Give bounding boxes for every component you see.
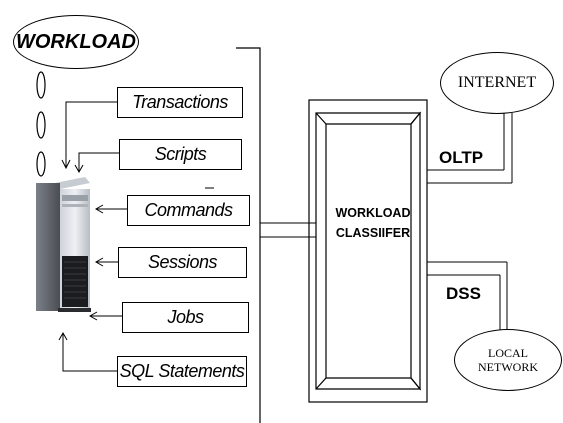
local-network-line-2: NETWORK: [478, 360, 538, 374]
internet-label: INTERNET: [457, 74, 537, 92]
input-label-jobs: Jobs: [167, 307, 204, 327]
classifier-line-1: WORKLOAD: [335, 206, 411, 220]
bracket-line: [236, 47, 261, 423]
input-box-sql-statements: SQL Statements: [117, 356, 247, 387]
input-label-transactions: Transactions: [132, 92, 228, 112]
input-box-sessions: Sessions: [118, 247, 247, 278]
server-tower-icon: [36, 177, 91, 312]
classifier-line-2: CLASSIIFER: [335, 226, 411, 240]
oltp-label: OLTP: [439, 148, 484, 167]
input-box-transactions: Transactions: [117, 87, 243, 118]
input-box-commands: Commands: [127, 195, 250, 226]
thought-bubble-1: [36, 71, 46, 99]
input-label-sessions: Sessions: [147, 252, 218, 272]
input-box-jobs: Jobs: [122, 302, 249, 333]
input-label-commands: Commands: [144, 200, 233, 220]
local-network-line-1: LOCAL: [488, 345, 528, 360]
dss-label: DSS: [446, 284, 481, 303]
input-box-scripts: Scripts: [119, 139, 242, 170]
dss-connector: [427, 261, 508, 330]
local-network-ellipse: LOCAL NETWORK: [454, 329, 562, 391]
oltp-connector: [427, 113, 513, 184]
internet-ellipse: INTERNET: [440, 52, 554, 114]
workload-title: WORKLOAD: [16, 30, 136, 53]
workload-ellipse: WORKLOAD: [13, 15, 139, 69]
input-label-scripts: Scripts: [154, 144, 207, 164]
classifier-label: WORKLOAD CLASSIIFER: [329, 203, 417, 243]
thought-bubble-3: [36, 151, 46, 177]
local-network-label: LOCAL NETWORK: [478, 346, 538, 375]
input-label-sql-statements: SQL Statements: [119, 361, 245, 381]
input-arrows: [58, 101, 127, 372]
classifier-frame: [308, 99, 428, 403]
thought-bubble-2: [36, 111, 46, 139]
